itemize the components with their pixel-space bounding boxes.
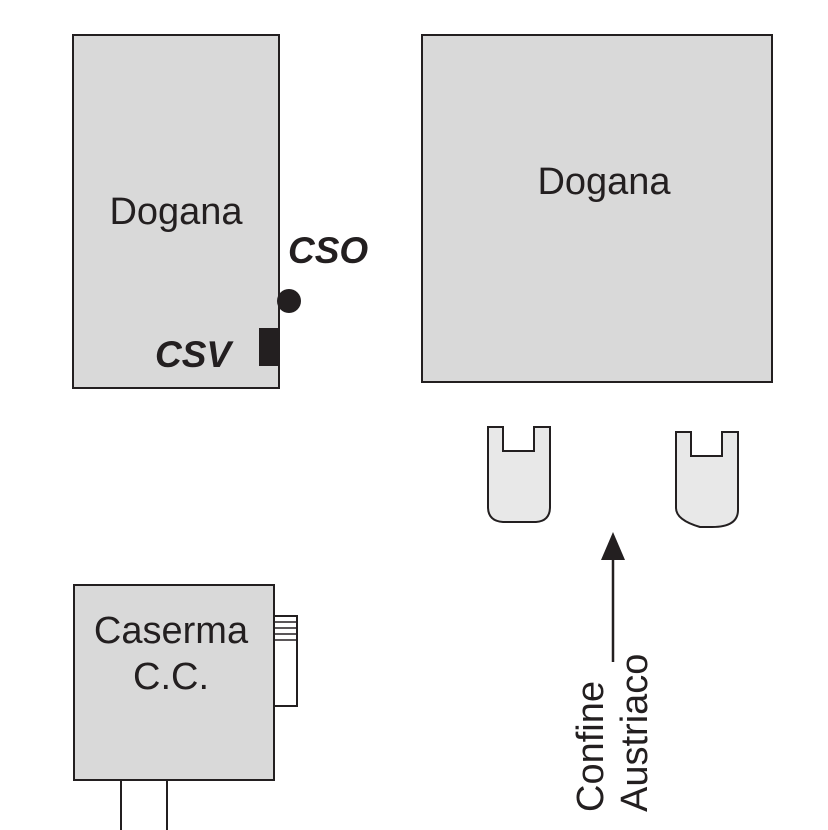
csv-signal-label: CSV [155,334,234,375]
customs-building-right: Dogana [421,34,773,383]
barracks-building: Caserma C.C. [73,584,275,781]
customs-building-right-shape [421,34,773,383]
barracks-label-line1: Caserma [94,610,249,652]
customs-building-right-label: Dogana [537,161,671,203]
barracks-annex-shape [273,615,298,707]
barracks-annex [273,615,298,707]
csv-signal-marker [259,328,278,366]
border-arrow-head [601,532,625,560]
customs-building-left: Dogana [72,34,280,389]
customs-building-left-shape [72,34,280,389]
border-direction-arrow [601,532,625,662]
customs-building-left-label: Dogana [109,191,243,233]
cso-signal-marker [277,289,301,313]
barracks-label-line2: C.C. [133,656,209,698]
checkpoint-booth-left [487,426,551,523]
csv-signal: CSV [155,328,278,375]
border-label-line2: Austriaco [614,654,656,812]
cso-signal: CSO [277,230,368,313]
cso-signal-label: CSO [288,230,368,271]
barracks-building-shape [73,584,275,781]
border-label-line1: Confine [570,681,612,812]
border-label: Confine Austriaco [570,654,656,812]
checkpoint-booth-right [675,431,739,528]
